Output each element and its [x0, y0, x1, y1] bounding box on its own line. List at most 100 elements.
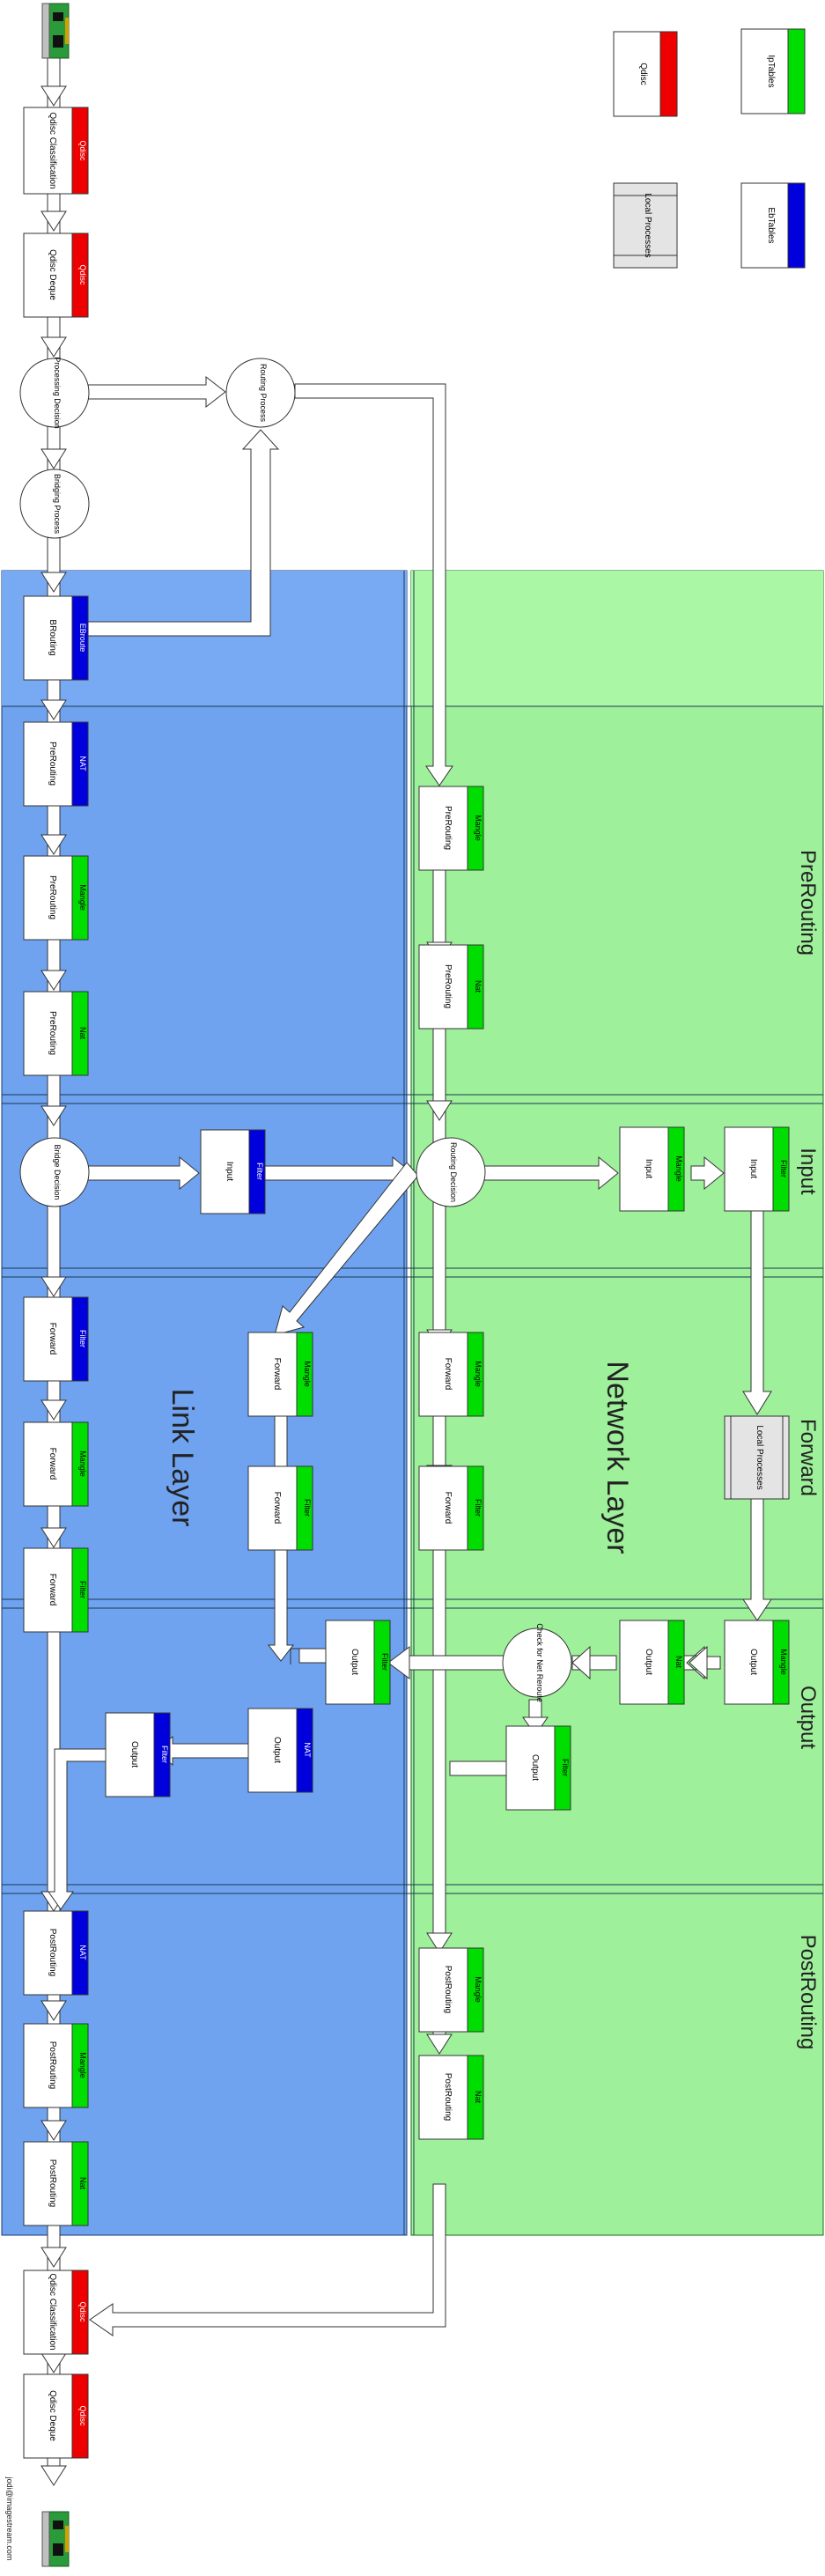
- qdisc-deque-in-node: Qdisc Deque Qdisc: [23, 233, 89, 318]
- brouting-node: BRouting EBroute: [23, 595, 89, 681]
- node-tag: Nat: [78, 1027, 87, 1040]
- arrow-reroute-to-link-output: [407, 1655, 505, 1671]
- arrow-link-forward-to-nat: [267, 1549, 295, 1662]
- node-label: Forward: [443, 1358, 453, 1391]
- arrow-brouting-to-routing: [87, 429, 280, 637]
- routing-process-node: Routing Process: [225, 358, 296, 428]
- node-tag: Mangle: [674, 1155, 683, 1182]
- link-output-filter-eb-node: Output Filter: [105, 1712, 171, 1797]
- network-forward-mangle-node: Forward Mangle: [418, 1332, 484, 1417]
- arrow-head: [41, 2247, 67, 2268]
- node-tag: Mangle: [474, 815, 482, 841]
- link-prerouting-mangle-node: PreRouting Mangle: [23, 855, 89, 941]
- section-label-output: Output: [796, 1686, 820, 1749]
- section-label-forward: Forward: [796, 1419, 820, 1496]
- arrow-head: [41, 2000, 67, 2021]
- node-tag: Nat: [474, 980, 482, 993]
- link-prerouting-nat-node: PreRouting NAT: [23, 721, 89, 807]
- link-output-filter-node: Output Filter: [325, 1620, 391, 1705]
- link-forward-filter-ip-node: Forward Filter: [23, 1547, 89, 1633]
- section-label-input: Input: [796, 1148, 820, 1195]
- arrow-head: [41, 970, 67, 991]
- node-label: PreRouting: [443, 806, 453, 850]
- node-tag: Filter: [380, 1653, 389, 1671]
- node-tag: Mangle: [474, 1361, 482, 1387]
- nodes: Qdisc Classification Qdisc Qdisc Deque Q…: [19, 107, 790, 2459]
- arrow-head: [426, 1100, 453, 1121]
- qdisc-classification-in-node: Qdisc Classification Qdisc: [23, 107, 89, 195]
- arrow-routing-to-link-forward: [274, 1162, 419, 1336]
- legend-label: Qdisc: [638, 63, 648, 85]
- legend-label: EbTables: [766, 207, 776, 243]
- node-tag: Nat: [78, 2177, 87, 2190]
- node-label: Input: [748, 1159, 758, 1178]
- network-postrouting-nat-node: PostRouting Nat: [418, 2055, 484, 2140]
- network-prerouting-nat-node: PreRouting Nat: [418, 944, 484, 1030]
- arrow-head: [41, 699, 67, 720]
- link-forward-filter-node: Forward Filter: [23, 1296, 89, 1382]
- node-label: Output: [272, 1737, 282, 1763]
- node-label: Qdisc Classification: [48, 2273, 57, 2350]
- node-tag: Mangle: [78, 884, 87, 911]
- node-label: PostRouting: [443, 2073, 453, 2121]
- node-label: Processing Decision: [53, 357, 62, 429]
- network-output-filter-node: Output Filter: [505, 1725, 571, 1811]
- node-label: Output: [748, 1649, 758, 1675]
- node-label: Qdisc Classification: [48, 112, 57, 188]
- arrow-routing-to-input: [483, 1155, 619, 1191]
- arrow-head: [41, 1105, 67, 1126]
- node-tag: Filter: [255, 1163, 264, 1180]
- arrow-head: [41, 1276, 67, 1297]
- link-postrouting-nat-ip-node: PostRouting Nat: [23, 2141, 89, 2226]
- arrow-head: [41, 448, 67, 469]
- legend-ebtables: EbTables: [740, 182, 806, 269]
- link-output-nat-node: Output NAT: [247, 1708, 313, 1793]
- node-label: Check for Net Reroute: [535, 1623, 544, 1702]
- node-tag: Mangle: [779, 1649, 788, 1675]
- node-tag: Filter: [474, 1499, 482, 1517]
- node-label: Output: [129, 1741, 139, 1768]
- arrow-to-routing-process: [87, 375, 226, 409]
- network-output-nat-node: Output Nat: [619, 1620, 685, 1705]
- node-tag: Nat: [474, 2091, 482, 2104]
- link-prerouting-nat-ip-node: PreRouting Nat: [23, 991, 89, 1076]
- node-tag: Mangle: [303, 1361, 312, 1387]
- node-label: PostRouting: [48, 2041, 57, 2089]
- arrow-head: [426, 2033, 453, 2055]
- node-label: Qdisc Deque: [48, 249, 57, 300]
- network-output-mangle-node: Output Mangle: [724, 1620, 790, 1705]
- network-input-filter-node: Input Filter: [724, 1126, 790, 1212]
- node-tag: NAT: [78, 756, 87, 771]
- node-tag: Mangle: [78, 2052, 87, 2078]
- node-tag: Filter: [779, 1160, 788, 1177]
- arrow-routing-to-prerouting: [294, 383, 453, 786]
- arrow-head: [41, 336, 67, 358]
- network-card-out-icon: [41, 2511, 70, 2567]
- node-tag: Mangle: [474, 1976, 482, 2003]
- legend-iptables: IpTables: [740, 28, 806, 114]
- node-label: PostRouting: [443, 1966, 453, 2013]
- node-tag: Filter: [78, 1581, 87, 1598]
- node-tag: Mangle: [78, 1450, 87, 1477]
- node-label: Input: [644, 1159, 653, 1178]
- node-label: PostRouting: [48, 2159, 57, 2207]
- arrow-reroute-down: [528, 1699, 542, 1718]
- node-label: Routing Decision: [449, 1142, 458, 1202]
- qdisc-classification-out-node: Qdisc Classification Qdisc: [23, 2270, 89, 2355]
- arrow-head: [41, 1527, 67, 1548]
- arrow-head: [426, 1932, 453, 1953]
- arrow-head: [41, 210, 67, 232]
- node-label: PostRouting: [48, 1929, 57, 1976]
- node-label: PreRouting: [443, 964, 453, 1008]
- qdisc-deque-out-node: Qdisc Deque Qdisc: [23, 2373, 89, 2459]
- node-label: Forward: [272, 1358, 282, 1391]
- arrow-local-to-output: [742, 1496, 772, 1621]
- node-label: Output: [530, 1754, 540, 1781]
- node-tag: NAT: [78, 1945, 87, 1960]
- check-net-reroute-node: Check for Net Reroute: [502, 1623, 572, 1702]
- node-tag: NAT: [303, 1742, 312, 1758]
- node-label: Routing Process: [259, 364, 268, 423]
- node-tag: Qdisc: [78, 2301, 87, 2322]
- node-label: Output: [644, 1649, 653, 1675]
